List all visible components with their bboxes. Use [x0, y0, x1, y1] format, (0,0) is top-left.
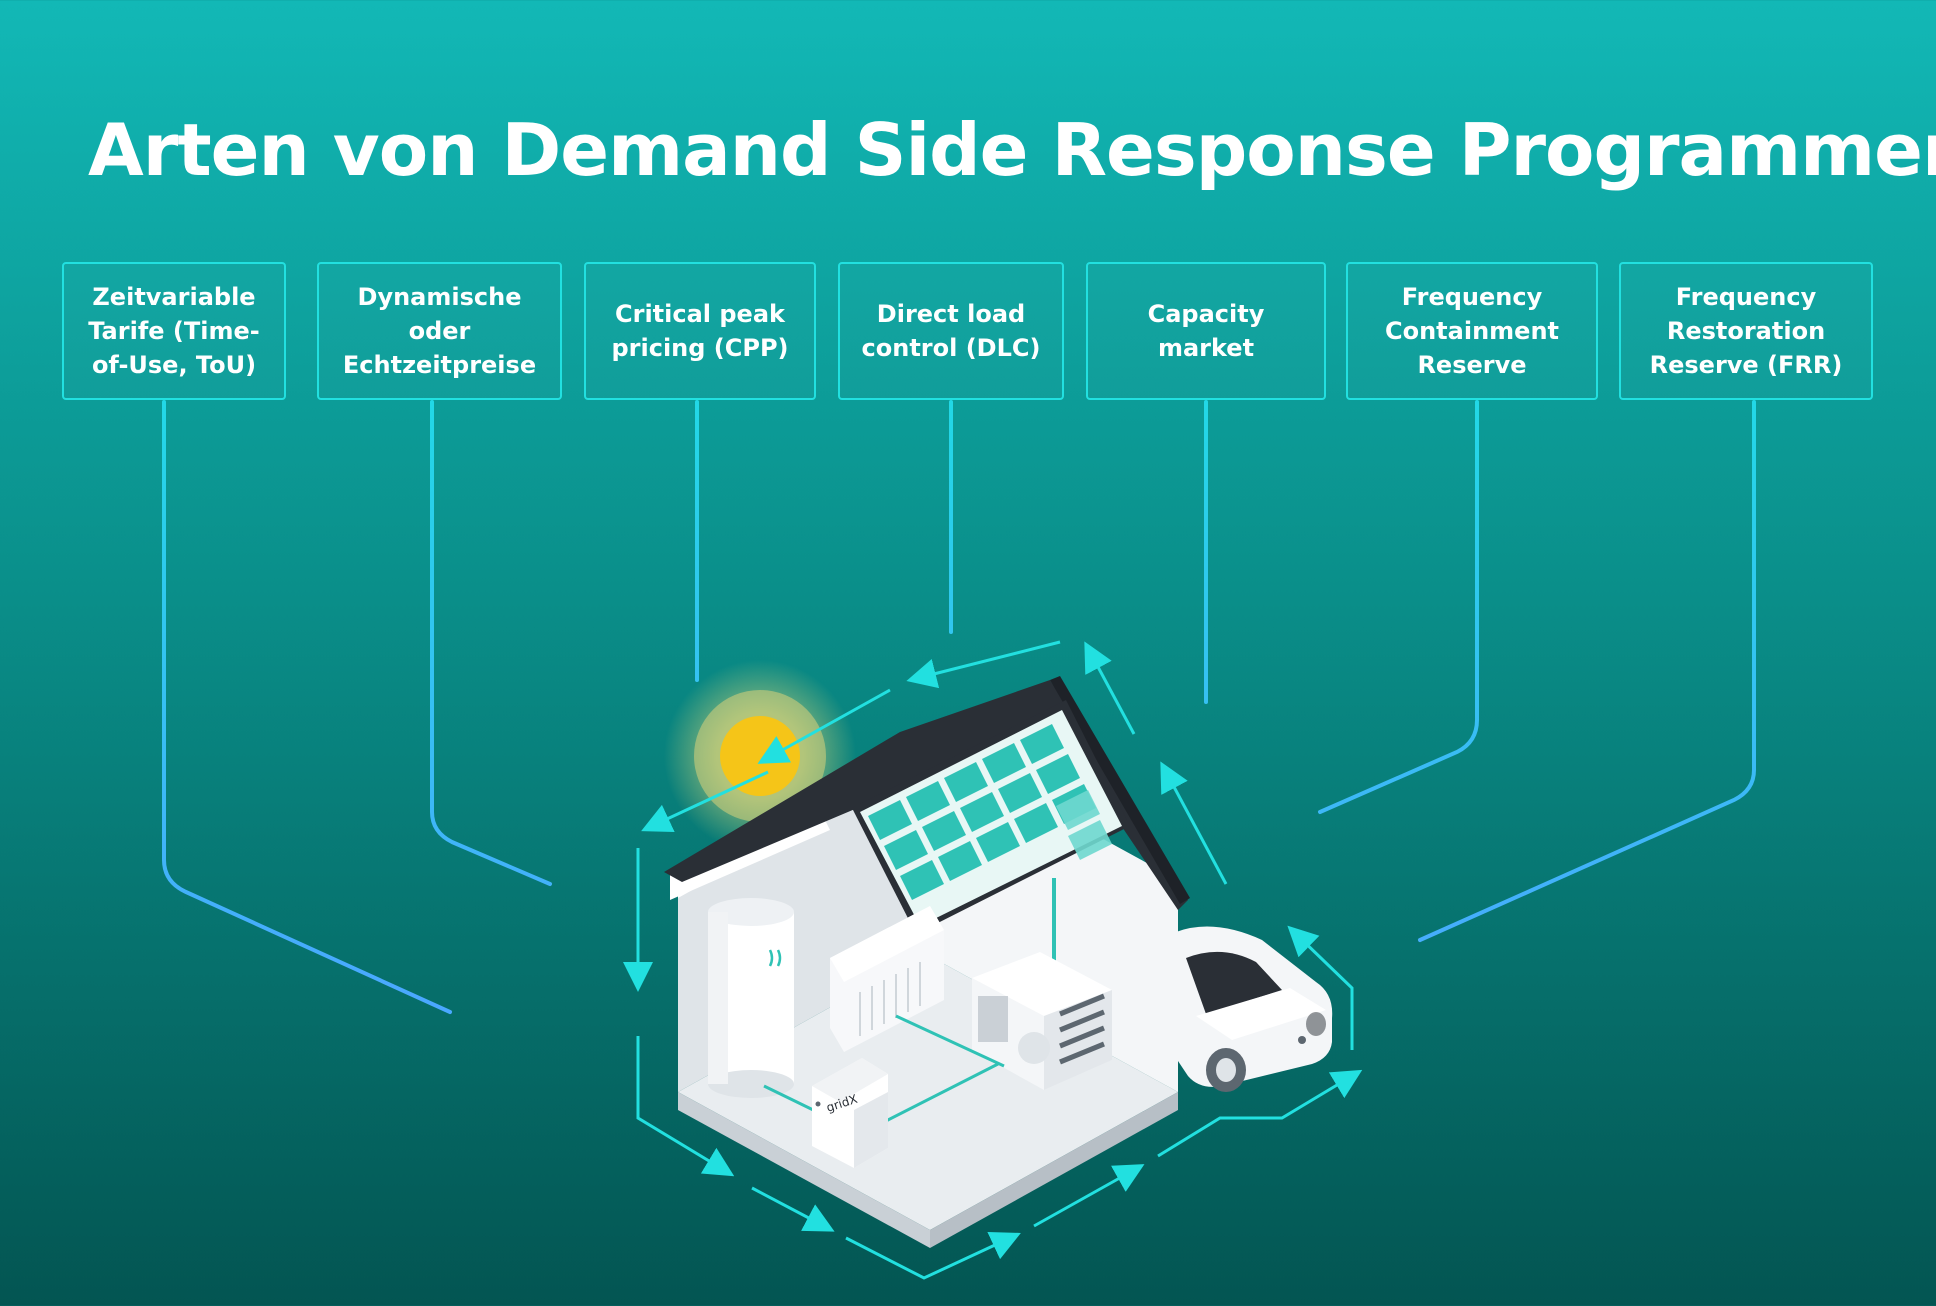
program-box-cpp: Critical peak pricing (CPP): [584, 262, 816, 400]
connector-lines: [162, 400, 1756, 1014]
program-box-dynamic-pricing: Dynamische oder Echtzeitpreise: [317, 262, 562, 400]
heat-storage-tank: [708, 898, 794, 1098]
connector-fcr: [1318, 400, 1479, 814]
program-box-frr: Frequency Restoration Reserve (FRR): [1619, 262, 1873, 400]
program-box-tou: Zeitvariable Tarife (Time-of-Use, ToU): [62, 262, 286, 400]
page-title: Arten von Demand Side Response Programme…: [88, 108, 1936, 192]
program-box-capacity-market: Capacity market: [1086, 262, 1326, 400]
connector-dynamic: [430, 400, 552, 886]
heat-pump-unit: [972, 952, 1112, 1090]
gridx-device: gridX: [812, 1058, 888, 1168]
energy-flow-arrows: [623, 640, 1363, 1280]
program-box-fcr: Frequency Containment Reserve: [1346, 262, 1598, 400]
connector-tou: [162, 400, 452, 1014]
house-roof: [664, 680, 1188, 910]
air-conditioner-unit: [830, 906, 944, 1052]
connector-frr: [1418, 400, 1756, 942]
house-floor: [678, 954, 1178, 1230]
electric-car-icon: [1176, 926, 1333, 1092]
solar-panel: [852, 700, 1130, 934]
program-box-dlc: Direct load control (DLC): [838, 262, 1064, 400]
